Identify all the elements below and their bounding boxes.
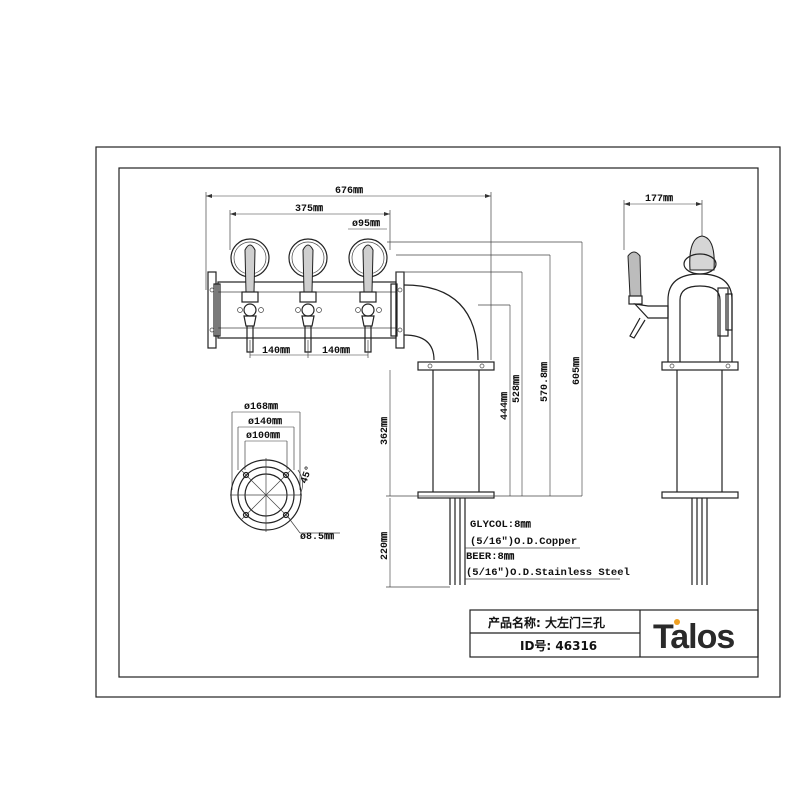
note-glycol-2: (5/16")O.D.Copper <box>470 536 577 548</box>
tap-left <box>230 238 270 353</box>
dim-220: 220㎜ <box>380 532 391 560</box>
tap-right <box>348 238 388 353</box>
material-notes: GLYCOL:8㎜ (5/16")O.D.Copper BEER:8㎜ (5/1… <box>465 519 630 580</box>
note-beer-2: (5/16")O.D.Stainless Steel <box>466 567 630 579</box>
dim-444: 444㎜ <box>500 392 511 420</box>
dim-362: 362㎜ <box>380 417 391 445</box>
inner-frame <box>118 167 759 678</box>
dim-45: 45° <box>298 464 315 485</box>
tap-middle <box>288 238 328 353</box>
dim-95: ø95㎜ <box>352 219 380 230</box>
dim-570: 570.8㎜ <box>540 362 551 402</box>
dim-140-right: 140㎜ <box>322 346 350 357</box>
note-glycol-1: GLYCOL:8㎜ <box>470 519 531 531</box>
note-beer-1: BEER:8㎜ <box>466 551 515 563</box>
dim-605: 605㎜ <box>572 357 583 385</box>
product-name: 产品名称: 大左门三孔 <box>488 615 605 630</box>
dim-168: ø168㎜ <box>244 402 278 413</box>
outer-frame <box>95 146 781 698</box>
dim-676: 676㎜ <box>335 186 363 197</box>
dim-528: 528㎜ <box>512 375 523 403</box>
talos-logo: Talos <box>653 618 734 656</box>
title-block: 产品名称: 大左门三孔 ID号: 46316 Talos <box>469 609 759 658</box>
dim-100: ø100㎜ <box>246 431 280 442</box>
dim-140-flange: ø140㎜ <box>248 417 282 428</box>
dim-375: 375㎜ <box>295 204 323 215</box>
front-view: 676㎜ 375㎜ ø95㎜ <box>205 186 583 588</box>
side-view: 177㎜ <box>623 194 739 585</box>
logo-accent-dot <box>674 619 680 625</box>
product-id: ID号: 46316 <box>520 638 597 653</box>
dim-8-5: ø8.5㎜ <box>300 532 334 543</box>
flange-detail: ø168㎜ ø140㎜ ø100㎜ 45° ø8.5㎜ <box>230 402 340 543</box>
dim-140-left: 140㎜ <box>262 346 290 357</box>
dim-177: 177㎜ <box>645 194 673 205</box>
